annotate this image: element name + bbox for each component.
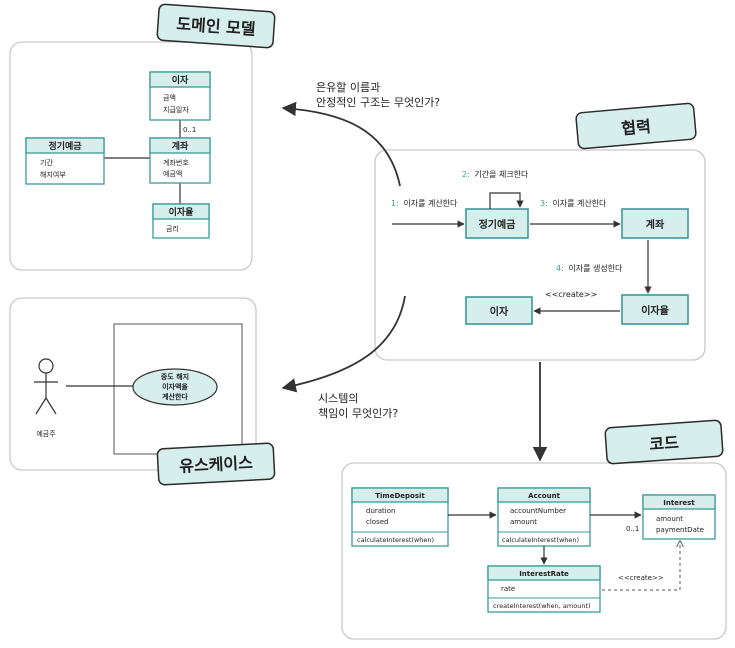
interest-rate-attr: rate [501, 585, 515, 593]
domain-class-rate[interactable]: 이자율 금리 [152, 203, 210, 239]
message-3-number: 3: [540, 199, 548, 208]
domain-rate-attr: 금리 [166, 224, 179, 233]
domain-deposit-attr: 기간 [40, 158, 53, 167]
time-deposit-attr: duration [366, 507, 395, 515]
time-deposit-attr: closed [366, 518, 388, 526]
domain-class-interest[interactable]: 이자 금액 지급일자 [149, 71, 211, 121]
collab-object-deposit[interactable]: 정기예금 [465, 208, 529, 239]
message-2-label: 2: 기간을 체크한다 [462, 169, 529, 179]
collab-object-interest[interactable]: 이자 [465, 296, 533, 325]
time-deposit-op: calculateInterest(when) [357, 536, 434, 544]
message-3-text: 이자를 계산한다 [552, 198, 607, 208]
code-class-time-deposit[interactable]: TimeDeposit duration closed calculateInt… [351, 487, 449, 547]
domain-rate-name: 이자율 [169, 206, 194, 218]
use-case-label: 계산한다 [162, 392, 188, 401]
code-class-interest-rate[interactable]: InterestRate rate createInterest(when, a… [487, 565, 601, 613]
code-panel: TimeDeposit duration closed calculateInt… [341, 462, 727, 640]
message-2-text: 기간을 체크한다 [474, 169, 529, 179]
message-4-number: 4: [556, 264, 564, 273]
message-1-label: 1: 이자를 계산한다 [391, 198, 458, 208]
interest-attr: paymentDate [656, 526, 704, 534]
collab-object-account[interactable]: 계좌 [621, 208, 689, 239]
code-multiplicity: 0..1 [626, 525, 639, 533]
domain-account-attr: 예금액 [163, 169, 182, 178]
message-3-label: 3: 이자를 계산한다 [540, 198, 607, 208]
domain-multiplicity: 0..1 [183, 126, 196, 134]
message-2-arrow [489, 192, 524, 209]
question-bottom-line2: 책임이 무엇인가? [318, 407, 398, 420]
time-deposit-name: TimeDeposit [375, 492, 425, 500]
collab-rate-label: 이자율 [641, 304, 669, 317]
code-class-interest[interactable]: Interest amount paymentDate [642, 494, 716, 540]
tab-domain-model[interactable]: 도메인 모델 [156, 3, 276, 49]
interest-rate-name: InterestRate [519, 570, 569, 578]
create-dependency [602, 541, 680, 591]
message-1-number: 1: [391, 199, 399, 208]
arrow-to-domain-model [281, 101, 401, 187]
tab-code-label: 코드 [649, 433, 680, 454]
message-4-text: 이자를 생성한다 [568, 263, 623, 273]
tab-collaboration-label: 협력 [621, 117, 652, 138]
use-case-ellipse[interactable]: 중도 해지 이자액을 계산한다 [132, 368, 218, 406]
interest-rate-op: createInterest(when, amount) [493, 602, 591, 610]
domain-interest-attr: 금액 [163, 94, 176, 102]
collab-account-label: 계좌 [646, 218, 665, 231]
domain-deposit-attr: 해지여부 [40, 170, 66, 179]
account-name: Account [528, 492, 560, 500]
domain-interest-attr: 지급일자 [163, 105, 189, 114]
interest-attr: amount [656, 515, 683, 523]
message-2-number: 2: [462, 170, 470, 179]
question-top-line2: 안정적인 구조는 무엇인가? [316, 96, 440, 109]
collab-interest-label: 이자 [490, 305, 509, 318]
domain-interest-name: 이자 [172, 74, 189, 86]
tab-collaboration[interactable]: 협력 [575, 102, 697, 150]
message-4-label: 4: 이자를 생성한다 [556, 263, 623, 273]
use-case-panel: 예금주 중도 해지 이자액을 계산한다 [9, 297, 257, 471]
use-case-label: 중도 해지 [161, 372, 189, 381]
tab-use-case[interactable]: 유스케이스 [156, 442, 276, 486]
tab-use-case-label: 유스케이스 [179, 453, 254, 476]
collab-create-label: <<create>> [545, 290, 597, 299]
message-1-text: 이자를 계산한다 [403, 198, 458, 208]
code-create-label: <<create>> [618, 574, 664, 582]
collab-object-rate[interactable]: 이자율 [621, 294, 689, 325]
use-case-label: 이자액을 [162, 382, 188, 391]
domain-class-deposit[interactable]: 정기예금 기간 해지여부 [25, 137, 105, 185]
account-attr: amount [510, 518, 537, 526]
domain-deposit-name: 정기예금 [48, 140, 82, 152]
actor-label: 예금주 [36, 429, 56, 438]
actor-figure [34, 358, 58, 415]
code-class-account[interactable]: Account accountNumber amount calculateIn… [497, 487, 591, 547]
account-attr: accountNumber [510, 507, 566, 515]
domain-account-name: 계좌 [172, 140, 189, 152]
collab-deposit-label: 정기예금 [479, 218, 516, 231]
account-op: calculateInterest(when) [502, 536, 579, 544]
arrow-to-use-case [281, 295, 406, 393]
tab-code[interactable]: 코드 [604, 419, 724, 465]
question-bottom-line1: 시스템의 [318, 392, 358, 405]
collaboration-panel: 정기예금 계좌 이자율 이자 1: 이자를 계산한다 2: 기간을 체크한다 3 [374, 149, 706, 361]
interest-name: Interest [663, 499, 695, 507]
domain-account-attr: 계좌번호 [163, 158, 189, 167]
question-top-line1: 은유할 이름과 [316, 81, 380, 94]
domain-model-panel: 0..1 이자 금액 지급일자 계좌 계좌번호 예금액 정기예금 기간 해지여부 [9, 41, 253, 271]
domain-class-account[interactable]: 계좌 계좌번호 예금액 [149, 137, 211, 184]
